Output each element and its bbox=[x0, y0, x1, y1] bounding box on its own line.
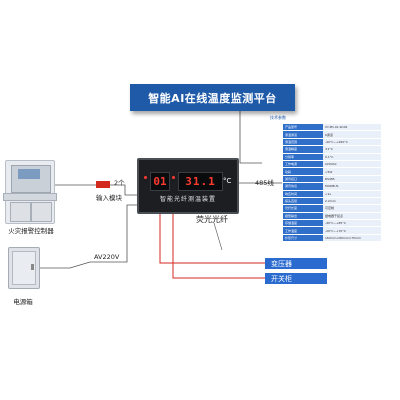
table-row: 报警输出继电器干接点 bbox=[283, 212, 381, 221]
fire-controller-label: 火灾报警控制器 bbox=[8, 227, 54, 235]
param-value: MODBUS bbox=[323, 183, 381, 191]
tech-params-title: 技术参数 bbox=[270, 115, 286, 120]
controller-desk bbox=[3, 193, 57, 201]
param-key: 光纤长度 bbox=[283, 205, 323, 213]
table-row: 响应时间<1s bbox=[283, 190, 381, 198]
indicator-led bbox=[144, 176, 147, 179]
table-row: 功耗<5W bbox=[283, 168, 381, 176]
temperature-display: 31.1 bbox=[178, 172, 223, 191]
param-value: RS485 bbox=[323, 175, 381, 184]
param-key: 分辨率 bbox=[283, 153, 323, 161]
platform-title: 智能AI在线温度监测平台 bbox=[130, 84, 295, 111]
param-value: XY-PD-01-W-06 bbox=[323, 124, 381, 132]
input-module-label: 输入模块 bbox=[96, 194, 122, 202]
channel-display: 01 bbox=[150, 172, 170, 191]
table-row: 光纤长度可定制 bbox=[283, 205, 381, 213]
param-key: 测温精度 bbox=[283, 146, 323, 154]
unit-label: °C bbox=[223, 177, 232, 185]
fiber-line-switchgear bbox=[172, 210, 265, 279]
bus-485-label: 485线 bbox=[255, 179, 274, 187]
param-value: 继电器干接点 bbox=[323, 212, 381, 221]
controller-door-left bbox=[10, 202, 31, 222]
param-key: 存储温度 bbox=[283, 220, 323, 228]
fiber-line-transformer bbox=[159, 210, 265, 264]
indicator-led bbox=[172, 176, 175, 179]
param-key: 通讯接口 bbox=[283, 175, 323, 184]
power-box-illustration bbox=[8, 247, 40, 289]
param-key: 响应时间 bbox=[283, 190, 323, 198]
param-key: 探头直径 bbox=[283, 197, 323, 206]
param-key: 外形尺寸 bbox=[283, 234, 323, 243]
power-box-handle bbox=[31, 264, 34, 270]
fiber-label-leader bbox=[213, 222, 223, 251]
power-supply-label: AV220V bbox=[94, 253, 120, 261]
param-value: -20°C~+70°C bbox=[323, 227, 381, 235]
param-value: 可定制 bbox=[323, 205, 381, 213]
param-value: 2.2mm bbox=[323, 197, 381, 206]
param-value: <1s bbox=[323, 190, 381, 198]
param-value: ±1°C bbox=[323, 146, 381, 154]
switchgear-box: 开关柜 bbox=[265, 273, 327, 284]
input-module-line bbox=[110, 184, 137, 196]
table-row: 测温范围-40°C~+260°C bbox=[283, 138, 381, 147]
meter-caption: 智能光纤测温装置 bbox=[159, 196, 216, 203]
param-value: 160mm×80mm×75mm bbox=[323, 234, 381, 243]
param-key: 测温通道 bbox=[283, 131, 323, 139]
fiber-label: 荧光光纤 bbox=[196, 215, 228, 224]
controller-screen bbox=[18, 169, 40, 179]
input-count-label: 2个 bbox=[114, 179, 125, 187]
input-module-block bbox=[96, 181, 110, 188]
param-value: <5W bbox=[323, 168, 381, 176]
param-value: 220VAC bbox=[323, 160, 381, 169]
param-key: 通讯协议 bbox=[283, 183, 323, 191]
table-row: 工作温度-20°C~+70°C bbox=[283, 227, 381, 235]
param-key: 工作电源 bbox=[283, 160, 323, 169]
title-to-params-line bbox=[239, 111, 262, 164]
fire-alarm-controller-illustration bbox=[3, 160, 57, 224]
table-row: 测温精度±1°C bbox=[283, 146, 381, 154]
temperature-meter: 01 31.1 °C 智能光纤测温装置 bbox=[137, 158, 239, 214]
transformer-box: 变压器 bbox=[265, 258, 327, 269]
param-value: 0.1°C bbox=[323, 153, 381, 161]
param-value: 6通道 bbox=[323, 131, 381, 139]
param-key: 产品型号 bbox=[283, 124, 323, 132]
param-key: 功耗 bbox=[283, 168, 323, 176]
param-key: 测温范围 bbox=[283, 138, 323, 147]
param-value: -40°C~+85°C bbox=[323, 220, 381, 228]
power-box-label: 电源箱 bbox=[13, 298, 33, 306]
param-key: 报警输出 bbox=[283, 212, 323, 221]
param-value: -40°C~+260°C bbox=[323, 138, 381, 147]
power-line bbox=[38, 204, 137, 269]
controller-door-right bbox=[31, 202, 52, 222]
param-key: 工作温度 bbox=[283, 227, 323, 235]
table-row: 存储温度-40°C~+85°C bbox=[283, 220, 381, 228]
